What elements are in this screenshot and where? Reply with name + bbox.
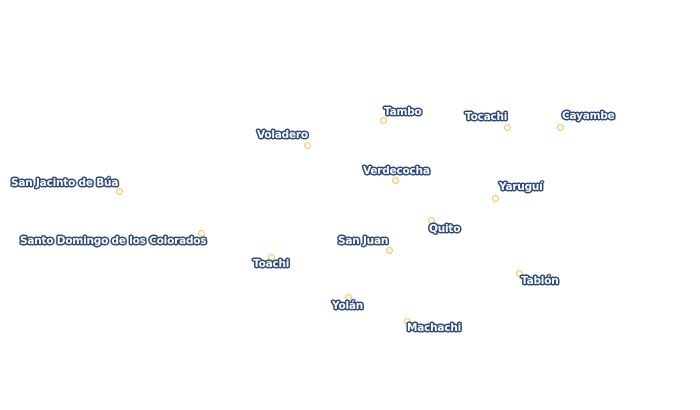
place-marker[interactable] — [515, 269, 523, 277]
place-marker[interactable] — [267, 253, 275, 261]
place-label: San Juan — [338, 235, 389, 247]
place-marker[interactable] — [379, 116, 387, 124]
place-label: Tablón — [521, 275, 559, 287]
place-marker[interactable] — [197, 229, 205, 237]
place-marker[interactable] — [115, 187, 123, 195]
place-marker[interactable] — [303, 141, 311, 149]
place-label: Toachi — [253, 258, 290, 270]
place-label: Yaruguí — [499, 181, 543, 193]
place-marker[interactable] — [427, 216, 435, 224]
place-label: Voladero — [257, 129, 308, 141]
place-label: Cayambe — [562, 110, 615, 122]
place-marker[interactable] — [491, 194, 499, 202]
place-label: Tocachi — [465, 111, 508, 123]
place-label: San Jacinto de Búa — [11, 177, 119, 189]
place-marker[interactable] — [503, 123, 511, 131]
place-label: Quito — [429, 223, 461, 235]
place-label: Verdecocha — [363, 165, 430, 177]
place-label: Yolán — [332, 300, 364, 312]
place-marker[interactable] — [556, 123, 564, 131]
place-label: Tambo — [384, 106, 422, 118]
place-marker[interactable] — [344, 293, 352, 301]
place-marker[interactable] — [403, 317, 411, 325]
place-label: Machachi — [407, 322, 462, 334]
place-label: Santo Domingo de los Colorados — [20, 235, 207, 247]
place-marker[interactable] — [391, 176, 399, 184]
place-marker[interactable] — [385, 246, 393, 254]
